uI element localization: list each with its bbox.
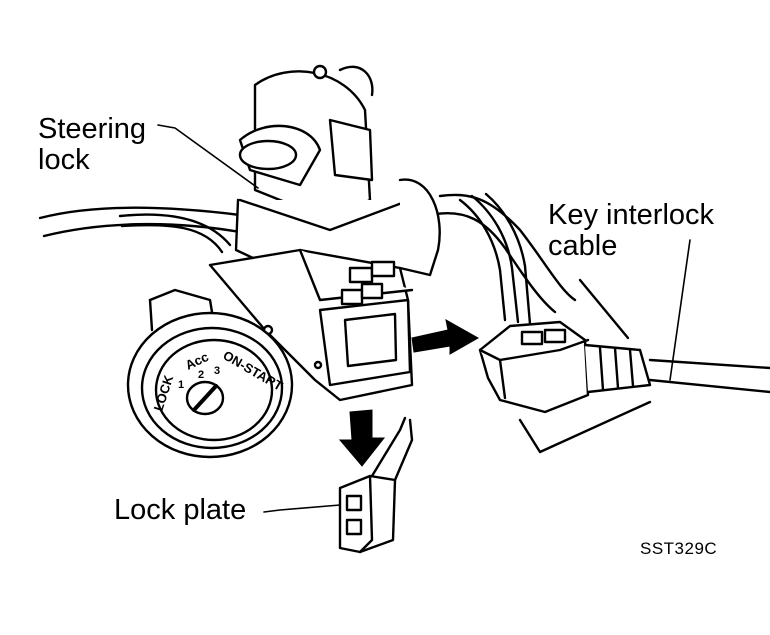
key-cylinder [126, 311, 294, 459]
wire-harness [118, 192, 532, 326]
key-position-number-1: 1 [178, 379, 184, 391]
lock-plate [338, 416, 414, 554]
direction-arrows [338, 319, 480, 467]
label-steering-lock: Steering lock [38, 113, 147, 177]
label-key-interlock-line2: cable [548, 230, 618, 263]
callout-bracket [518, 239, 691, 454]
steering-column-tube [38, 193, 577, 314]
label-key-interlock-cable: Key interlock cable [548, 199, 715, 263]
label-steering-lock-line1: Steering [38, 113, 147, 145]
leader-lines [157, 124, 341, 513]
key-position-number-2: 2 [198, 369, 204, 381]
steering-lock-body [234, 64, 412, 282]
arrow-down [338, 409, 386, 467]
label-lock-plate: Lock plate [114, 494, 247, 526]
figure-code: SST329C [640, 539, 718, 558]
label-steering-lock-line2: lock [38, 144, 90, 177]
label-key-interlock-line1: Key interlock [548, 199, 715, 231]
key-position-number-3: 3 [214, 365, 220, 377]
interlock-connector [478, 320, 770, 414]
arrow-right [411, 319, 480, 355]
